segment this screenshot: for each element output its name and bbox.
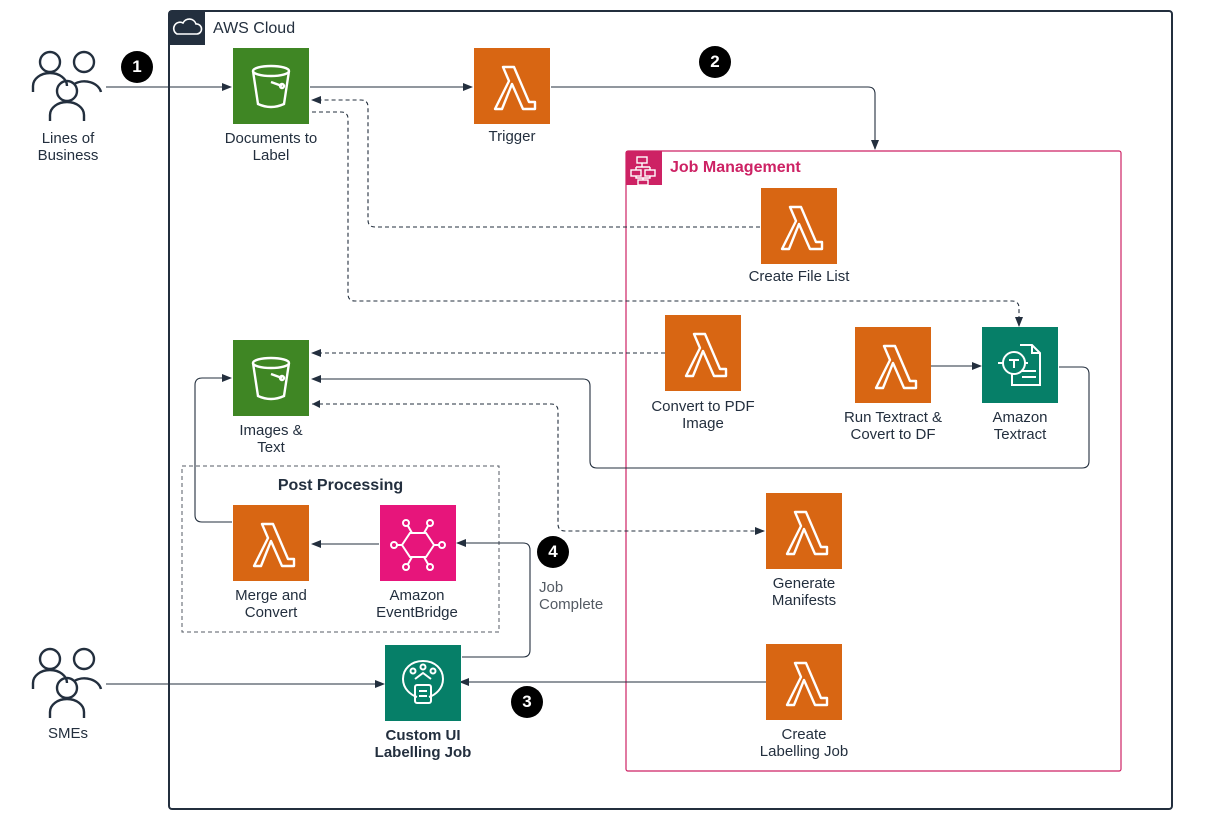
arrow-images-to-manifests [312, 403, 765, 535]
textract-icon[interactable] [982, 327, 1058, 403]
run-textract-lambda-icon[interactable] [855, 327, 931, 403]
trigger-lambda-icon[interactable] [474, 48, 550, 124]
step-badge-3: 3 [511, 686, 543, 718]
trigger-label: Trigger [488, 128, 536, 145]
users-icon [31, 50, 103, 121]
arrow-textract-to-images [311, 366, 1090, 469]
run-textract-label: Run Textract &Covert to DF [843, 409, 943, 443]
step-functions-icon [630, 156, 656, 186]
aws-cloud-title: AWS Cloud [213, 20, 296, 37]
ground-truth-icon[interactable] [385, 645, 461, 721]
post-processing-title: Post Processing [277, 477, 404, 494]
create-labelling-job-lambda-icon[interactable] [766, 644, 842, 720]
create-file-list-label: Create File List [748, 268, 850, 285]
create-file-list-lambda-icon[interactable] [761, 188, 837, 264]
job-management-frame [625, 150, 1122, 772]
generate-manifests-lambda-icon[interactable] [766, 493, 842, 569]
merge-convert-lambda-icon[interactable] [233, 505, 309, 581]
documents-bucket-icon[interactable] [233, 48, 309, 124]
smes-label: SMEs [47, 725, 88, 742]
aws-cloud-frame [168, 10, 1173, 810]
step-badge-1: 1 [121, 51, 153, 83]
cloud-icon [172, 18, 203, 35]
images-text-bucket-icon[interactable] [233, 340, 309, 416]
step-badge-4: 4 [537, 536, 569, 568]
users-icon [31, 647, 103, 718]
eventbridge-icon[interactable] [380, 505, 456, 581]
arrow-documents-to-textract [312, 111, 1023, 327]
arrow-filelist-to-documents [311, 96, 760, 228]
arrow-merge-to-images [194, 374, 232, 523]
convert-pdf-lambda-icon[interactable] [665, 315, 741, 391]
connectors [106, 83, 1090, 688]
step-badge-2: 2 [699, 46, 731, 78]
images-text-label: Images &Text [239, 422, 303, 456]
arrow-job-complete [456, 539, 531, 658]
job-management-title: Job Management [670, 159, 801, 176]
post-processing-frame [181, 465, 500, 633]
arrow-trigger-to-job-management [551, 86, 879, 150]
